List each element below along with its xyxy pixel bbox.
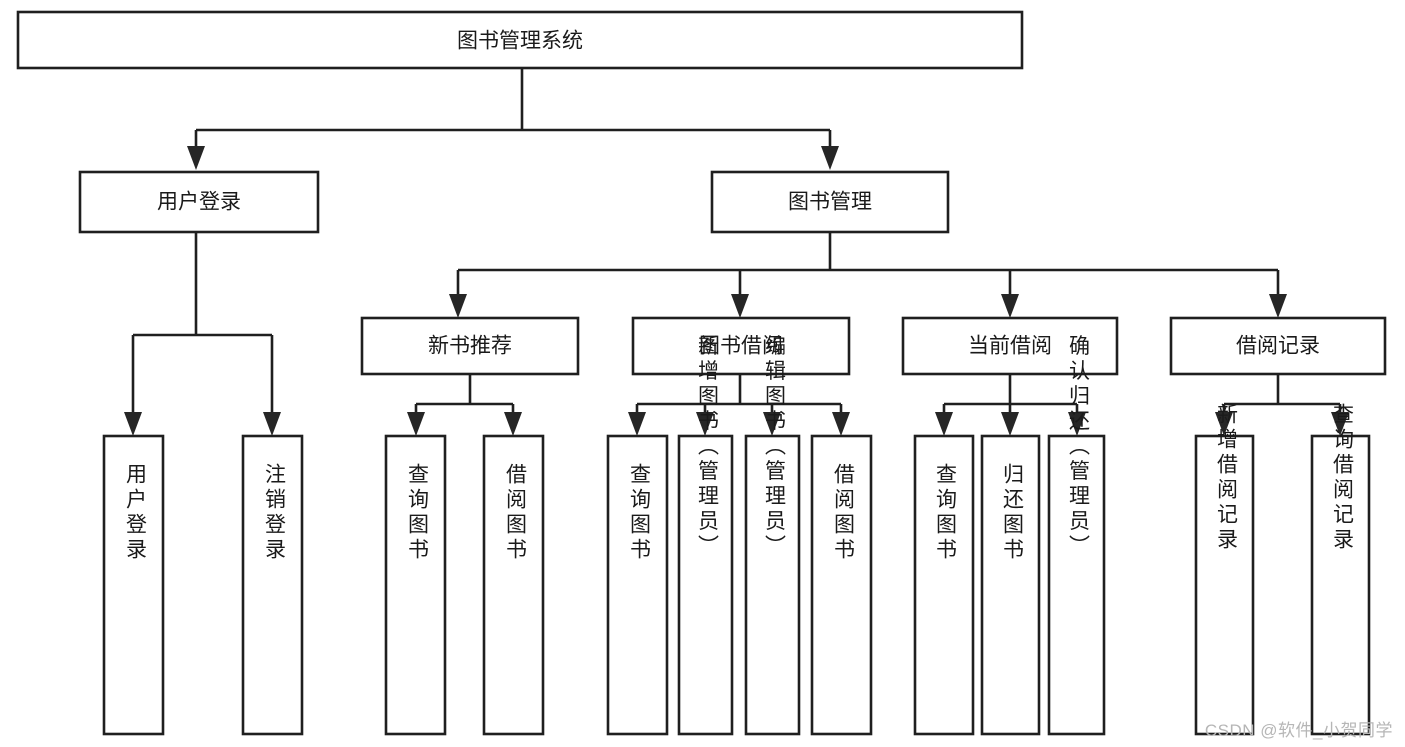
node-new-book-recommend-box[interactable] [360, 316, 580, 376]
leaf-borrow-add-book-label: 新增图书（管理员） [695, 335, 719, 560]
arrow-head-book-manage-to-new-book [449, 294, 467, 318]
leaf-node[interactable]: 查询图书 [384, 434, 447, 736]
leaf-user-login-box[interactable] [102, 434, 165, 736]
arrow-head-new-book-leaf-2 [504, 412, 522, 436]
arrow-head-current-borrow-leaf-1 [935, 412, 953, 436]
leaf-borrow-edit-book-label: 编辑图书（管理员） [762, 335, 786, 560]
leaf-node[interactable]: 用户登录 [102, 434, 165, 736]
node-book-manage[interactable]: 图书管理 [710, 170, 950, 234]
leaf-node[interactable]: 查询图书 [606, 434, 669, 736]
leaf-node[interactable]: 注销登录 [241, 434, 304, 736]
arrow-head-root-to-user-login [187, 146, 205, 170]
node-book-manage-label: 图书管理 [788, 191, 872, 214]
leaf-logout-box[interactable] [241, 434, 304, 736]
leaf-node[interactable]: 确认归还（管理员） [1047, 335, 1106, 736]
leaf-borrow-book-box[interactable] [810, 434, 873, 736]
node-borrow-record-label: 借阅记录 [1236, 335, 1320, 358]
leaf-user-login-label: 用户登录 [123, 463, 147, 563]
node-user-login-label: 用户登录 [157, 191, 241, 214]
leaf-new-book-query-box[interactable] [384, 434, 447, 736]
leaf-borrow-add-book-box[interactable] [677, 434, 734, 736]
leaf-new-book-borrow-box[interactable] [482, 434, 545, 736]
arrow-head-book-manage-to-current [1001, 294, 1019, 318]
node-book-borrow-label: 图书借阅 [699, 335, 783, 358]
connector-group-book-borrow [628, 374, 850, 436]
node-new-book-recommend[interactable]: 新书推荐 [360, 316, 580, 376]
arrow-head-book-borrow-leaf-2 [696, 412, 714, 436]
leaf-node[interactable]: 查询图书 [913, 434, 975, 736]
leaf-node[interactable]: 编辑图书（管理员） [744, 335, 801, 736]
leaf-record-add-box[interactable] [1194, 434, 1255, 736]
node-current-borrow[interactable]: 当前借阅 [901, 316, 1119, 376]
leaf-logout-label: 注销登录 [262, 463, 286, 563]
connector-group-user-login [124, 232, 281, 436]
arrow-head-new-book-leaf-1 [407, 412, 425, 436]
leaf-node[interactable]: 查询借阅记录 [1310, 403, 1371, 736]
arrow-head-current-borrow-leaf-2 [1001, 412, 1019, 436]
leaf-current-confirm-return-box[interactable] [1047, 434, 1106, 736]
arrow-head-book-manage-to-record [1269, 294, 1287, 318]
arrow-head-book-borrow-leaf-3 [763, 412, 781, 436]
leaf-node[interactable]: 归还图书 [980, 434, 1041, 736]
leaf-record-add-label: 新增借阅记录 [1214, 403, 1238, 553]
node-current-borrow-label: 当前借阅 [968, 335, 1052, 358]
node-borrow-record[interactable]: 借阅记录 [1169, 316, 1387, 376]
leaf-record-query-box[interactable] [1310, 434, 1371, 736]
leaf-record-query-label: 查询借阅记录 [1330, 403, 1354, 553]
leaf-borrow-query-label: 查询图书 [627, 463, 651, 563]
arrow-head-user-login-leaf-2 [263, 412, 281, 436]
connector-group-book-manage [449, 232, 1287, 318]
connector-group-root [187, 68, 839, 170]
leaf-current-query-label: 查询图书 [933, 463, 957, 563]
leaf-node[interactable]: 借阅图书 [810, 434, 873, 736]
leaf-node[interactable]: 借阅图书 [482, 434, 545, 736]
leaf-borrow-book-label: 借阅图书 [831, 463, 855, 563]
node-root[interactable]: 图书管理系统 [16, 10, 1024, 70]
arrow-head-current-borrow-leaf-3 [1068, 412, 1086, 436]
leaf-current-query-box[interactable] [913, 434, 975, 736]
connector-group-current-borrow [935, 374, 1086, 436]
node-book-borrow[interactable]: 图书借阅 [631, 316, 851, 376]
leaf-borrow-edit-book-box[interactable] [744, 434, 801, 736]
leaf-new-book-borrow-label: 借阅图书 [503, 463, 527, 563]
node-user-login-box[interactable] [78, 170, 320, 234]
connector-group-new-book [407, 374, 522, 436]
arrow-head-book-manage-to-borrow [731, 294, 749, 318]
node-current-borrow-box[interactable] [901, 316, 1119, 376]
arrow-head-user-login-leaf-1 [124, 412, 142, 436]
node-new-book-recommend-label: 新书推荐 [428, 335, 512, 358]
leaf-current-confirm-return-label: 确认归还（管理员） [1066, 335, 1090, 560]
node-user-login[interactable]: 用户登录 [78, 170, 320, 234]
leaf-node[interactable]: 新增借阅记录 [1194, 403, 1255, 736]
node-book-borrow-box[interactable] [631, 316, 851, 376]
node-root-label: 图书管理系统 [457, 30, 583, 53]
arrow-head-book-borrow-leaf-4 [832, 412, 850, 436]
node-book-manage-box[interactable] [710, 170, 950, 234]
node-borrow-record-box[interactable] [1169, 316, 1387, 376]
node-root-box[interactable] [16, 10, 1024, 70]
leaf-borrow-query-box[interactable] [606, 434, 669, 736]
leaf-current-return-label: 归还图书 [1000, 463, 1024, 563]
leaf-new-book-query-label: 查询图书 [405, 463, 429, 563]
arrow-head-borrow-record-leaf-1 [1215, 412, 1233, 436]
leaf-node[interactable]: 新增图书（管理员） [677, 335, 734, 736]
arrow-head-borrow-record-leaf-2 [1331, 412, 1349, 436]
arrow-head-root-to-book-manage [821, 146, 839, 170]
arrow-head-book-borrow-leaf-1 [628, 412, 646, 436]
leaf-current-return-box[interactable] [980, 434, 1041, 736]
connector-group-borrow-record [1215, 374, 1349, 436]
